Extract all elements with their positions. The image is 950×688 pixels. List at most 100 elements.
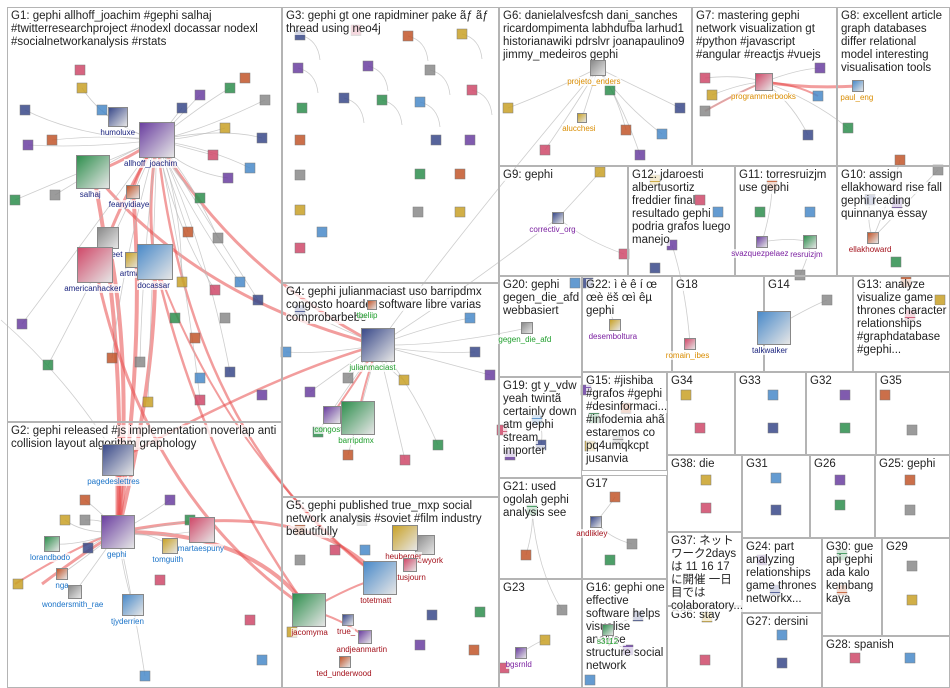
node-label: martaespuny xyxy=(177,544,225,553)
avatar-lorandbodo[interactable] xyxy=(44,536,60,552)
group-label-text: G16: gephi one effective software helps … xyxy=(586,582,665,672)
node-label: ellakhoward xyxy=(848,245,892,254)
avatar-totetmatt[interactable] xyxy=(363,561,397,595)
small-node xyxy=(849,652,861,664)
avatar-heuberger[interactable] xyxy=(392,525,418,551)
avatar-ellakhoward[interactable] xyxy=(867,232,879,244)
node-label: julianmaciast xyxy=(349,363,396,372)
group-label-text: G25: gephi xyxy=(879,458,936,470)
node-label: humoluxe xyxy=(100,128,136,137)
avatar-ted_underwood[interactable] xyxy=(339,656,351,668)
avatar-alucchesi[interactable] xyxy=(577,113,587,123)
avatar-romain_ibes[interactable] xyxy=(684,338,696,350)
small-node xyxy=(674,102,686,114)
avatar-congosto[interactable] xyxy=(323,406,341,424)
avatar-barripdmx[interactable] xyxy=(341,401,375,435)
small-node xyxy=(304,386,316,398)
avatar-allhoff_joachim[interactable] xyxy=(139,122,175,158)
small-node xyxy=(556,604,568,616)
avatar-bgsrnld[interactable] xyxy=(515,647,527,659)
node-label: congosto xyxy=(314,425,347,434)
small-node xyxy=(342,449,354,461)
avatar-gephi[interactable] xyxy=(101,515,135,549)
avatar-correctiv_org[interactable] xyxy=(552,212,564,224)
avatar-s3112[interactable] xyxy=(602,624,614,636)
avatar-projeto_enders[interactable] xyxy=(590,60,606,76)
small-node xyxy=(82,542,94,554)
group-label-text: G28: spanish xyxy=(826,639,894,651)
group-label-g14: G14 xyxy=(768,279,851,292)
small-node xyxy=(430,134,442,146)
avatar-docassar[interactable] xyxy=(137,244,173,280)
avatar-rstatstweet[interactable] xyxy=(97,227,119,249)
avatar-feanyidiaye[interactable] xyxy=(126,185,140,199)
group-label-g6: G6: danielalvesfcsh dani_sanches ricardo… xyxy=(503,10,690,62)
small-node xyxy=(904,652,916,664)
avatar-aratusjourn[interactable] xyxy=(403,558,417,572)
avatar-salhaj[interactable] xyxy=(76,155,110,189)
group-box-g36: G36: stay xyxy=(667,606,742,688)
avatar-humoluxe[interactable] xyxy=(108,107,128,127)
avatar-tbeliip[interactable] xyxy=(367,300,377,310)
avatar-desembolturа[interactable] xyxy=(609,319,621,331)
avatar-nga[interactable] xyxy=(56,568,68,580)
group-label-g9: G9: gephi xyxy=(503,169,626,182)
node-label: projeto_enders xyxy=(567,77,621,86)
small-node xyxy=(142,396,154,408)
group-label-g24: G24: part analyzing relationships game t… xyxy=(746,541,820,606)
avatar-jacomyma[interactable] xyxy=(292,593,326,627)
edge xyxy=(507,67,599,109)
avatar-andlikley[interactable] xyxy=(590,516,602,528)
avatar-true_[interactable] xyxy=(342,614,354,626)
node-label: tbeliip xyxy=(356,311,378,320)
avatar-wondersmith_rae[interactable] xyxy=(68,585,82,599)
small-node xyxy=(879,389,891,401)
group-label-text: G37: ネットワーク2daysは 11 16 17に開催 一日目では cola… xyxy=(671,535,744,612)
group-label-g37: G37: ネットワーク2daysは 11 16 17に開催 一日目では cola… xyxy=(671,535,744,613)
avatar-talkwalker[interactable] xyxy=(757,311,791,345)
avatar-svazquezpelaez[interactable] xyxy=(756,236,768,248)
avatar-americanhacker[interactable] xyxy=(77,247,113,283)
group-label-g11: G11: torresruizjm use gephi xyxy=(739,169,835,195)
group-box-g37: G37: ネットワーク2daysは 11 16 17に開催 一日目では cola… xyxy=(667,532,744,612)
small-node xyxy=(164,494,176,506)
avatar-gegen_die_afd[interactable] xyxy=(521,322,533,334)
group-label-g17: G17 xyxy=(586,478,665,491)
node-label: cynewyork xyxy=(405,556,443,565)
small-node xyxy=(154,574,166,586)
small-node xyxy=(359,544,371,556)
avatar-resruizjm[interactable] xyxy=(803,235,817,249)
node-label: alucchesi xyxy=(562,124,596,133)
group-box-g31: G31 xyxy=(742,455,810,538)
small-node xyxy=(194,89,206,101)
small-node xyxy=(649,262,661,274)
avatar-pagedeslettres[interactable] xyxy=(102,444,134,476)
group-box-g11: G11: torresruizjm use gephi xyxy=(735,166,837,276)
avatar-paul_eng[interactable] xyxy=(852,80,864,92)
group-label-text: G33 xyxy=(739,375,761,387)
avatar-programmerbooks[interactable] xyxy=(755,73,773,91)
small-node xyxy=(834,499,846,511)
small-node xyxy=(584,674,596,686)
small-node xyxy=(294,554,306,566)
small-node xyxy=(252,294,264,306)
small-node xyxy=(426,609,438,621)
small-node xyxy=(454,206,466,218)
avatar-martaespuny[interactable] xyxy=(189,517,215,543)
node-label: talkwalker xyxy=(752,346,788,355)
small-node xyxy=(699,654,711,666)
group-label-g2: G2: gephi released #js implementation no… xyxy=(11,425,280,451)
group-label-g31: G31 xyxy=(746,458,808,471)
avatar-tomguith[interactable] xyxy=(162,538,178,554)
node-label: desemboltura xyxy=(588,332,638,341)
avatar-tjyderrien[interactable] xyxy=(122,594,144,616)
group-label-text: G11: torresruizjm use gephi xyxy=(739,169,827,194)
avatar-julianmaciast[interactable] xyxy=(361,328,395,362)
avatar-andjeanmartin[interactable] xyxy=(358,630,372,644)
node-label: lorandbodo xyxy=(30,553,71,562)
small-node xyxy=(776,657,788,669)
small-node xyxy=(219,312,231,324)
group-label-g35: G35 xyxy=(880,375,948,388)
group-box-g22: G22: ì è ê í œ œè ëš œì êµ gephi xyxy=(582,276,672,372)
group-label-g38: G38: die xyxy=(671,458,740,471)
